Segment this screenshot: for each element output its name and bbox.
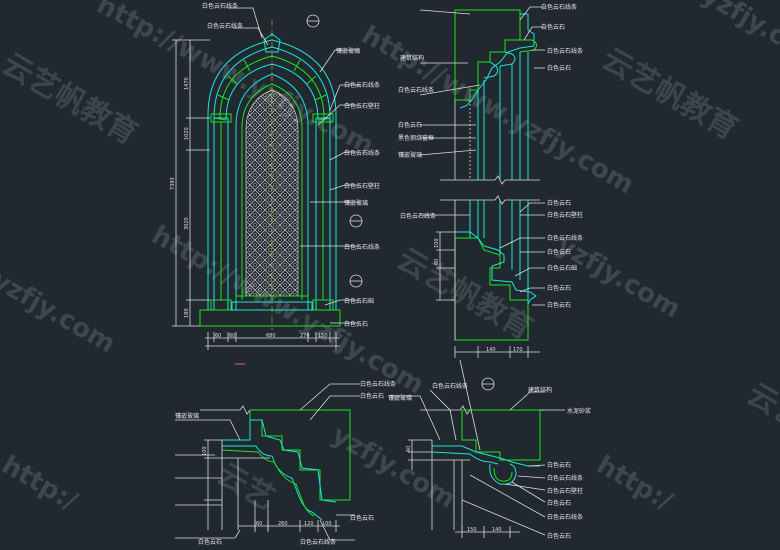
dim-w-270: 270 — [300, 333, 310, 339]
dim-sill-100: 100 — [434, 238, 440, 248]
label-sill-marble-3: 白色云石 — [547, 284, 571, 292]
label-br-marble-line-3: 白色云石线条 — [547, 513, 583, 521]
watermark-brand-3: 云艺帆教育 — [391, 242, 538, 347]
label-elev-marble-line-2: 白色云石线条 — [207, 22, 243, 30]
label-head-black-frame: 黑色钢烧窗框 — [398, 134, 434, 142]
label-elev-marble-line-4: 白色云石线条 — [344, 149, 380, 157]
dim-bl-100: 100 — [202, 446, 208, 456]
dim-body-height: 3020 — [184, 217, 190, 230]
keystone — [263, 33, 281, 53]
dim-bl-60: 60 — [256, 521, 262, 527]
label-bl-marble: 白色云石 — [360, 392, 384, 400]
label-br-building-structure: 建筑结构 — [528, 386, 552, 394]
dim-w-680: 680 — [266, 333, 276, 339]
dim-br-150: 150 — [467, 527, 477, 533]
dim-bl-260: 260 — [278, 521, 288, 527]
dim-arch-height: 1470 — [184, 77, 190, 90]
watermark-url-9: http:/ — [0, 450, 83, 517]
label-head-marble-line-2: 白色云石线条 — [547, 47, 583, 55]
dim-sill-140: 140 — [486, 347, 496, 353]
label-head-marble-3: 白色云石 — [398, 121, 422, 129]
label-elev-marble: 白色云石 — [344, 320, 368, 328]
label-head-crystal-glass: 镶嵌玻璃 — [398, 151, 422, 159]
label-elev-marble-line-3: 白色云石线条 — [344, 81, 380, 89]
label-sill-marble-2: 白色云石 — [547, 248, 571, 256]
label-sill-marble-4: 白色云石 — [547, 301, 571, 309]
label-br-marble-3: 白色云石 — [547, 532, 571, 540]
label-br-marble-pilaster: 白色云石壁柱 — [547, 487, 583, 495]
label-br-marble-2: 白色云石 — [547, 499, 571, 507]
label-elev-marble-line-1: 白色云石线条 — [202, 2, 238, 10]
watermark-brand-5: 云艺 — [211, 457, 280, 517]
label-elev-marble-pilaster-2: 白色云石壁柱 — [344, 182, 380, 190]
watermark-url-4: yzfjy.com — [0, 265, 120, 360]
label-bl-marble-2: 白色云石 — [350, 514, 374, 522]
dim-total-height: 7393 — [170, 177, 176, 190]
label-elev-marble-pilaster-1: 白色云石壁柱 — [344, 102, 380, 110]
label-head-marble-2: 白色云石 — [547, 64, 571, 72]
label-sill-marble-line-2: 白色云石线条 — [400, 212, 436, 220]
watermarks: http://www.yzfjy.com http://www.yzfjy.co… — [0, 0, 780, 517]
label-sill-marble-line: 白色云石线条 — [547, 234, 583, 242]
sill-structure-hatch — [454, 237, 529, 341]
label-head-marble: 白色云石 — [541, 23, 565, 31]
dim-bl-120: 120 — [304, 521, 314, 527]
label-sill-marble-pilaster: 白色云石壁柱 — [547, 211, 583, 219]
dim-br-60: 60 — [406, 446, 412, 452]
dim-w-150: 150 — [318, 333, 328, 339]
dim-spring-height: 1020 — [184, 127, 190, 140]
dim-w-60-a: 60 — [215, 333, 221, 339]
label-br-marble-line: 白色云石线条 — [432, 382, 468, 390]
label-br-crystal-glass: 镶嵌玻璃 — [388, 394, 412, 402]
watermark-url-8: http:/ — [592, 450, 678, 517]
section-head: 白色云石线条 白色云石 白色云石线条 白色云石 建筑结构 白色云石线条 白色云石… — [398, 3, 583, 185]
watermark-brand-1: 云艺帆教育 — [0, 47, 143, 152]
label-bl-marble-line-2: 白色云石线条 — [300, 538, 336, 546]
section-sill: 白色云石 白色云石壁柱 白色云石线条 白色云石 白色云石础 白色云石 白色云石 … — [400, 195, 583, 358]
watermark-url-2: http://www.yzfjy.com — [357, 20, 639, 200]
label-head-marble-line: 白色云石线条 — [541, 3, 577, 11]
label-head-building-structure: 建筑结构 — [400, 54, 424, 62]
dim-base-height: 180 — [184, 308, 190, 318]
br-structure-hatch — [461, 409, 541, 461]
label-bl-crystal-glass: 镶嵌玻璃 — [175, 412, 199, 420]
detail-bottom-right: 镶嵌玻璃 白色云石线条 建筑结构 水泥砂浆 白色云石 白色云石线条 白色云石壁柱… — [388, 359, 591, 540]
dim-w-60-b: 60 — [229, 333, 235, 339]
detail-bottom-left: 白色云石线条 白色云石 镶嵌玻璃 白色云石 白色云石线条 白色云石 100 60… — [175, 380, 396, 546]
label-bl-marble-3: 白色云石 — [198, 538, 222, 546]
dim-br-140: 140 — [492, 527, 502, 533]
label-br-marble-line-2: 白色云石线条 — [547, 474, 583, 482]
dim-sill-170: 170 — [513, 347, 523, 353]
watermark-brand-4: 云艺 — [741, 377, 780, 437]
window-elevation: 白色云石线条 白色云石线条 镶嵌玻璃 白色云石线条 白色云石壁柱 白色云石线条 … — [170, 2, 495, 391]
dim-sill-60: 60 — [434, 259, 440, 265]
label-elev-marble-sill: 白色云石础 — [344, 297, 374, 305]
watermark-url-5: yzfjy.com — [697, 0, 780, 75]
watermark-url-6: yzfjy.com — [552, 230, 686, 325]
watermark-brand-2: 云艺帆教育 — [596, 42, 743, 147]
label-bl-marble-line: 白色云石线条 — [360, 380, 396, 388]
label-elev-crystal-glass-2: 镶嵌玻璃 — [344, 199, 368, 207]
label-br-marble: 白色云石 — [547, 461, 571, 469]
dim-bl-100: 100 — [322, 521, 332, 527]
label-sill-marble: 白色云石 — [547, 199, 571, 207]
label-br-cement-mortar: 水泥砂浆 — [567, 407, 591, 415]
label-elev-crystal-glass-1: 镶嵌玻璃 — [336, 47, 360, 55]
label-sill-marble-sill: 白色云石础 — [547, 264, 577, 272]
label-head-marble-line-3: 白色云石线条 — [398, 86, 434, 94]
label-elev-marble-line-5: 白色云石线条 — [344, 243, 380, 251]
